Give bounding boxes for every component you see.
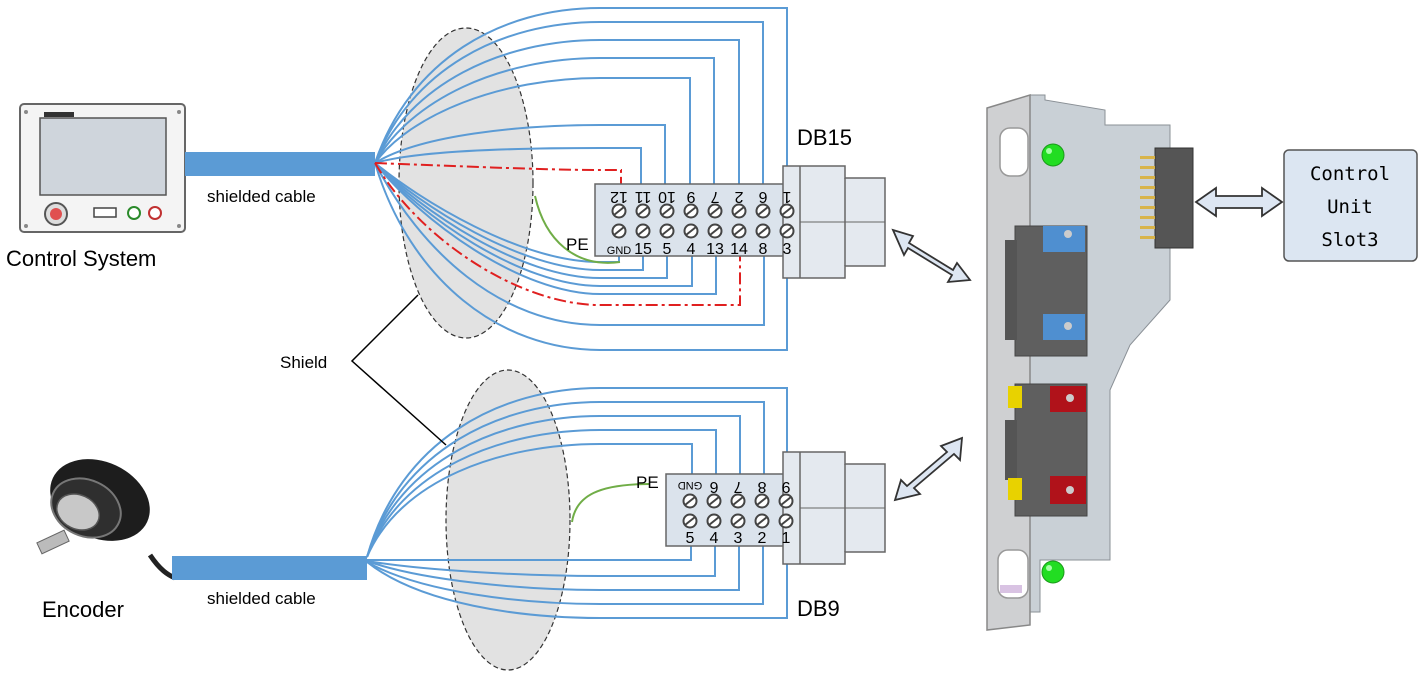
db9-pin-upper: 8 [757, 478, 766, 495]
db9-pin-upper: 7 [733, 478, 742, 495]
db9-pin-upper: GND [678, 479, 703, 491]
encoder-device [36, 459, 177, 581]
double-arrow-db9 [893, 436, 964, 502]
db15-pin-lower: GND [607, 245, 632, 257]
shield-ellipse-top [398, 27, 534, 339]
double-arrow-db15 [891, 228, 972, 284]
db9-connector [665, 451, 886, 565]
db15-label: DB15 [797, 125, 852, 150]
db9-pin-lower: 4 [710, 530, 719, 547]
db9-pin-lower: 3 [734, 530, 743, 547]
db15-wires [374, 7, 788, 351]
db9-pin-labels-upper: GND 6 7 8 9 [678, 478, 791, 495]
db15-pin-upper: 6 [758, 188, 767, 205]
cable-bottom-label: shielded cable [207, 589, 316, 608]
db9-pin-lower: 2 [758, 530, 767, 547]
shield-ellipse-bottom [445, 369, 571, 671]
interface-board [986, 93, 1194, 631]
db9-pin-upper: 9 [781, 478, 790, 495]
db9-label: DB9 [797, 596, 840, 621]
db15-pin-upper: 1 [782, 188, 791, 205]
db9-wires [366, 387, 788, 619]
control-unit-line2: Unit [1327, 196, 1373, 218]
db15-screws [611, 203, 795, 239]
pe-label-bottom: PE [636, 473, 659, 492]
db15-pin-labels-upper: 12 11 10 9 7 2 6 1 [610, 188, 791, 205]
control-system-label: Control System [6, 246, 156, 271]
db9-pin-upper: 6 [709, 478, 718, 495]
control-system-device [19, 103, 186, 233]
cable-top-label: shielded cable [207, 187, 316, 206]
double-arrow-control-unit [1194, 186, 1284, 218]
db15-dashed-wires [374, 162, 741, 306]
db15-pin-lower: 14 [730, 241, 748, 258]
db15-connector [594, 165, 886, 279]
db15-pin-lower: 15 [634, 241, 652, 258]
control-unit-line1: Control [1310, 163, 1390, 185]
db9-screws [682, 493, 794, 529]
db15-pin-upper: 9 [686, 188, 695, 205]
control-unit-line3: Slot3 [1321, 229, 1378, 251]
db15-pin-lower: 5 [663, 241, 672, 258]
db9-pin-labels-lower: 5 4 3 2 1 [686, 530, 791, 547]
encoder-label: Encoder [42, 597, 124, 622]
db15-pin-lower: 8 [759, 241, 768, 258]
db15-pin-upper: 12 [610, 188, 628, 205]
db15-pin-upper: 11 [635, 188, 652, 205]
db9-pe-wire [571, 483, 651, 523]
db15-pin-lower: 3 [783, 241, 792, 258]
control-unit-box [1283, 149, 1418, 262]
db15-pin-upper: 10 [658, 188, 676, 205]
shield-leader-lines [350, 294, 447, 446]
db15-pin-upper: 2 [734, 188, 743, 205]
shielded-cable-top [185, 152, 375, 176]
db15-pin-upper: 7 [710, 188, 719, 205]
db15-pin-lower: 4 [687, 241, 696, 258]
shield-label: Shield [280, 353, 327, 372]
db9-pin-lower: 1 [782, 530, 791, 547]
db9-pin-lower: 5 [686, 530, 695, 547]
db15-pin-lower: 13 [706, 241, 724, 258]
db15-pe-wire [534, 195, 621, 264]
pe-label-top: PE [566, 235, 589, 254]
shielded-cable-bottom [172, 556, 367, 580]
db15-pin-labels-lower: GND 15 5 4 13 14 8 3 [607, 241, 792, 258]
